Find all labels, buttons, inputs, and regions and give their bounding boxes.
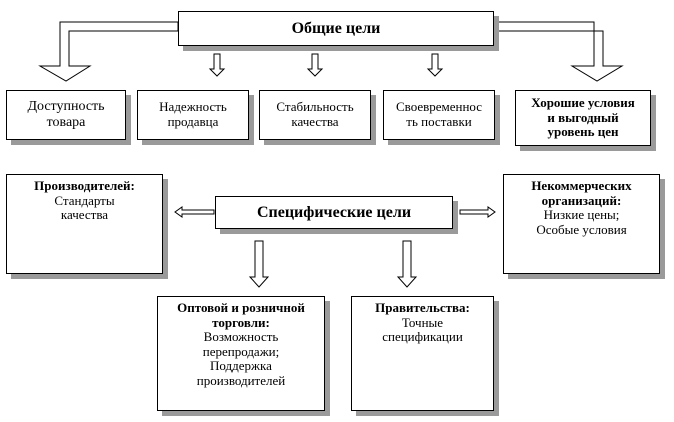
specific-goals-box: Специфические цели (215, 196, 453, 229)
producers-box: Производителей: Стандарты качества (6, 174, 163, 274)
trade-heading-1: Оптовой и розничной (177, 300, 305, 315)
arrow-to-timeliness (426, 53, 444, 77)
trade-line-4: производителей (196, 372, 286, 388)
arrow-to-producers (174, 206, 215, 218)
arrow-to-stability (306, 53, 324, 77)
trade-line-1: Возможность (203, 329, 279, 345)
producers-line-1: Стандарты (54, 192, 115, 208)
goal-availability-line-2: товара (46, 115, 86, 130)
arrow-to-nonprofits (459, 206, 496, 218)
government-box: Правительства: Точные спецификации (351, 296, 494, 411)
arrow-to-reliability (208, 53, 226, 77)
nonprofits-heading-1: Некоммерческих (531, 178, 632, 193)
goal-availability-box: Доступность товара (6, 90, 126, 140)
goal-conditions-line-3: уровень цен (547, 124, 619, 140)
goal-reliability-line-2: продавца (167, 114, 219, 129)
nonprofits-heading-2: организаций: (541, 192, 622, 208)
arrow-to-trade (248, 240, 270, 288)
producers-heading: Производителей: (34, 178, 135, 193)
right-elbow-arrow (493, 21, 624, 82)
goal-timeliness-line-1: Своевременнос (395, 99, 483, 115)
goal-stability-box: Стабильность качества (259, 90, 371, 140)
goal-timeliness-line-2: ть поставки (406, 114, 472, 129)
trade-line-3: Поддержка (210, 358, 272, 374)
trade-heading-2: торговли: (212, 314, 270, 330)
government-line-2: спецификации (382, 329, 463, 345)
goal-availability-line-1: Доступность (27, 99, 105, 115)
goal-conditions-line-2: и выгодный (547, 109, 619, 125)
goal-conditions-line-1: Хорошие условия (531, 95, 635, 111)
goal-stability-line-1: Стабильность (276, 99, 354, 115)
trade-line-2: перепродажи; (202, 343, 280, 359)
nonprofits-box: Некоммерческих организаций: Низкие цены;… (503, 174, 660, 274)
goal-reliability-line-1: Надежность (159, 99, 227, 115)
goal-timeliness-box: Своевременнос ть поставки (383, 90, 495, 140)
left-elbow-arrow (38, 21, 179, 82)
government-line-1: Точные (401, 314, 444, 330)
goal-conditions-box: Хорошие условия и выгодный уровень цен (515, 90, 651, 146)
government-heading: Правительства: (375, 300, 470, 315)
specific-goals-title: Специфические цели (256, 203, 412, 221)
goal-stability-line-2: качества (291, 114, 339, 129)
trade-box: Оптовой и розничной торговли: Возможност… (157, 296, 325, 411)
nonprofits-line-2: Особые условия (536, 221, 627, 237)
general-goals-title: Общие цели (291, 19, 381, 37)
general-goals-box: Общие цели (178, 11, 494, 46)
producers-line-2: качества (60, 207, 109, 223)
goal-reliability-box: Надежность продавца (137, 90, 249, 140)
arrow-to-government (396, 240, 418, 288)
nonprofits-line-1: Низкие цены; (543, 207, 620, 223)
